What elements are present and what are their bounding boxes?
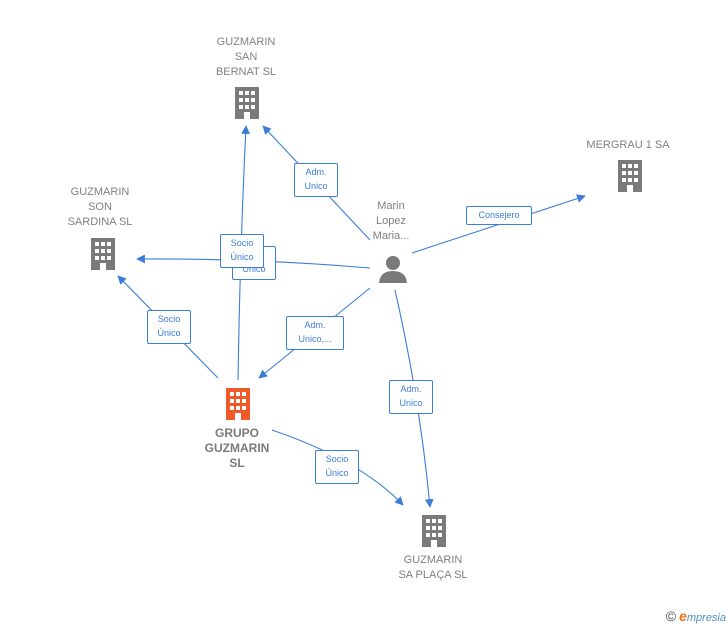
node-label-sardina[interactable]: GUZMARIN SON SARDINA SL <box>67 186 133 228</box>
person-icon <box>379 256 407 283</box>
edge-label-person-mergrau: Consejero <box>466 206 532 225</box>
edge-label-grupo-placa: Socio Único <box>315 450 359 484</box>
edge-label-person-bernat: Adm. Unico <box>294 163 338 197</box>
node-label-person[interactable]: Marin Lopez Maria... <box>372 200 410 242</box>
building-icon-sardina <box>91 238 115 270</box>
brand-logo-initial: e <box>679 608 687 624</box>
brand-footer[interactable]: ©empresia <box>666 608 726 624</box>
node-label-grupo[interactable]: GRUPO GUZMARIN SL <box>204 426 270 470</box>
building-icon-placa <box>422 515 446 547</box>
building-icon-bernat <box>235 87 259 119</box>
building-icon-grupo <box>226 388 250 420</box>
node-label-bernat[interactable]: GUZMARIN SAN BERNAT SL <box>215 36 277 78</box>
edge-label-grupo-bernat: Socio Único <box>220 234 264 268</box>
copyright-symbol: © <box>665 608 677 624</box>
brand-logo-text: mpresia <box>686 612 726 624</box>
building-icon-mergrau <box>618 160 642 192</box>
edge-label-person-grupo: Adm. Unico,... <box>286 316 344 350</box>
node-label-placa[interactable]: GUZMARIN SA PLAÇA SL <box>398 554 468 581</box>
node-label-mergrau[interactable]: MERGRAU 1 SA <box>586 139 670 151</box>
edge-label-person-placa: Adm. Unico <box>389 380 433 414</box>
edge-label-grupo-sardina: Socio Único <box>147 310 191 344</box>
